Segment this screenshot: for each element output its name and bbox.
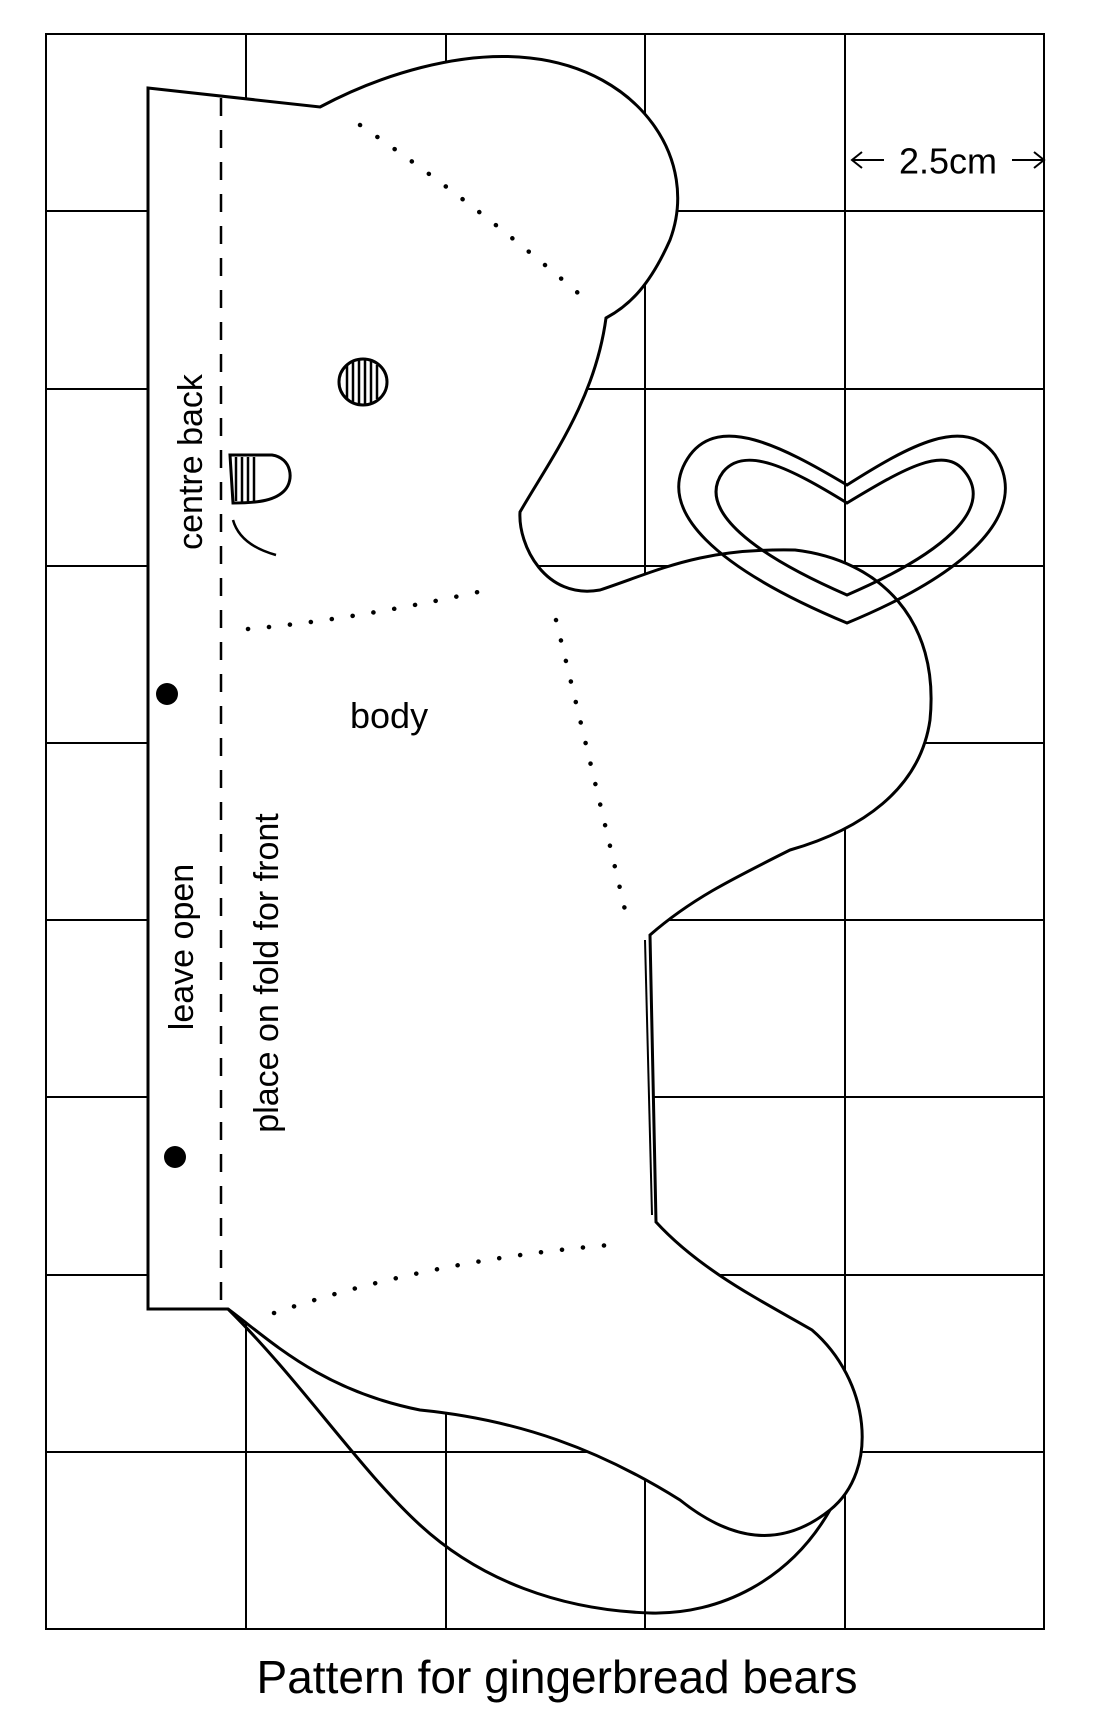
centre-back-label: centre back [172, 373, 210, 550]
scale-indicator [850, 151, 1046, 169]
leave-open-marker-bottom [164, 1146, 186, 1168]
body-label: body [350, 695, 428, 736]
nose-icon [228, 453, 292, 505]
leave-open-label: leave open [163, 864, 201, 1030]
arm-stitch-line [553, 617, 628, 913]
heart-inner-outline [714, 458, 975, 597]
heart-outer-outline [677, 434, 1007, 625]
bear-body-outline-lower-edge [226, 1307, 832, 1615]
scale-label: 2.5cm [899, 141, 997, 182]
stitch-lines [245, 122, 628, 1316]
leave-open-marker-top [156, 683, 178, 705]
leg-seam-double-line [644, 939, 653, 1216]
fold-label: place on fold for front [248, 813, 286, 1133]
leg-stitch-line [271, 1242, 613, 1316]
bear-body-outline [146, 54, 933, 1537]
pattern-caption: Pattern for gingerbread bears [256, 1651, 858, 1703]
mouth-line [231, 519, 277, 557]
eye-icon [337, 357, 389, 407]
